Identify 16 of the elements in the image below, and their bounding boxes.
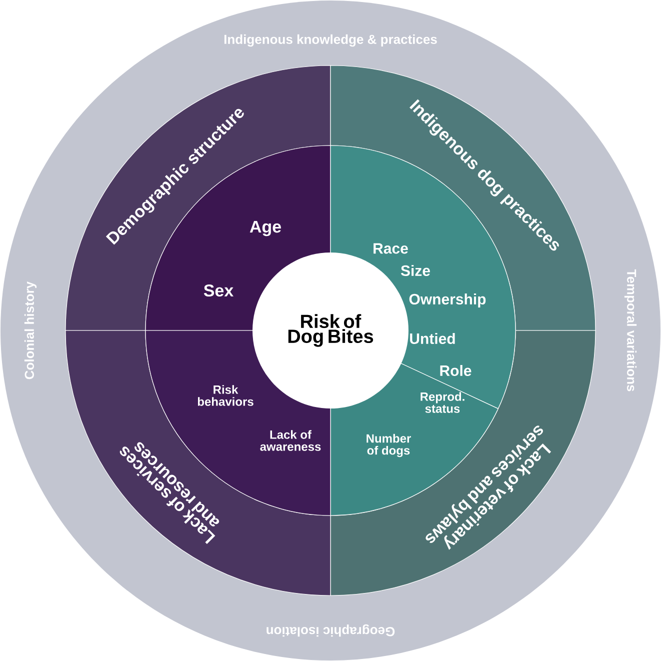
ring-label: Indigenous knowledge & practices [224,34,437,47]
factor-label: Size [400,265,430,276]
ring-label: Geographic isolation [266,624,395,637]
factor-label: Ownership [409,294,486,308]
factor-label: Role [440,365,472,376]
ring-label: Temporal variations [624,269,637,392]
factor-label: Reprod. status [420,392,464,413]
factor-label: Sex [204,284,234,297]
center-label: Risk of Dog Bites [288,314,374,347]
factor-label: Age [250,220,281,236]
factor-label: Lack of awareness [260,430,321,451]
factor-label: Risk behaviors [198,385,254,406]
factor-label: Untied [410,333,455,344]
factor-label: Race [374,243,408,254]
ring-label: Colonial history [24,281,37,380]
factor-label: Number of dogs [366,434,411,458]
